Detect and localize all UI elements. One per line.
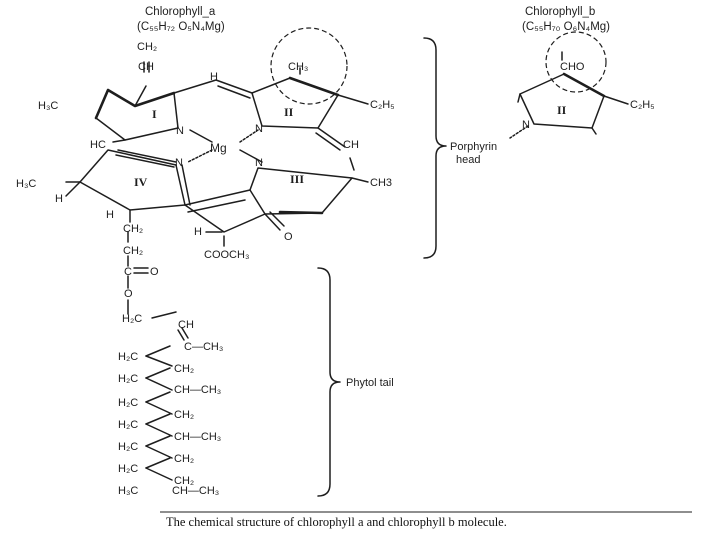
porphyrin-bonds xyxy=(65,61,369,315)
atom-ethyl: C₂H₅ xyxy=(370,99,395,111)
phytol-row4-right: CH—CH₃ xyxy=(174,384,221,396)
phytol-row7-right: CH₂ xyxy=(174,453,194,465)
chlorophyll-b-title: Chlorophyll_b xyxy=(525,6,595,18)
phytol-row8-left: H₂C xyxy=(118,463,138,475)
atom-cooch3: COOCH₃ xyxy=(204,249,249,261)
chlorophyll-b-formula: (C₅₅H₇₀ O₆N₄Mg) xyxy=(522,21,610,33)
phytol-tail-label: Phytol tail xyxy=(346,377,394,389)
phytol-bonds xyxy=(145,311,189,481)
atom-n-ring3: N xyxy=(255,157,263,169)
ring-label-i: I xyxy=(152,107,157,121)
atom-ch-bridge: CH xyxy=(343,139,359,151)
atom-ester-dbl-oxygen: O xyxy=(150,266,159,278)
atom-hc-bridge: HC xyxy=(90,139,106,151)
porphyrin-head-brace xyxy=(423,37,447,259)
phytol-row6-right: CH—CH₃ xyxy=(174,431,221,443)
phytol-row6-left: H₂C xyxy=(118,419,138,431)
chlorophyll-a-title: Chlorophyll_a xyxy=(145,6,216,18)
atom-ch2-second: CH₂ xyxy=(123,245,143,257)
atom-vinyl-ch2: CH₂ xyxy=(137,41,157,53)
chlorophyll-a-formula: (C₅₅H₇₂ O₅N₄Mg) xyxy=(137,21,225,33)
aldehyde-highlight-circle xyxy=(545,31,607,93)
phytol-row9-right-shown: CH—CH₃ xyxy=(172,485,219,497)
atom-bridge-h: H xyxy=(210,71,218,83)
phytol-row8-right: CH₂ xyxy=(174,475,194,487)
phytol-row3-left: H₂C xyxy=(118,351,138,363)
atom-b-n: N xyxy=(522,119,530,131)
porphyrin-label-line1: Porphyrin xyxy=(450,141,497,153)
phytol-row4-left: H₂C xyxy=(118,373,138,385)
phytol-tail-brace xyxy=(317,267,341,497)
ring-label-iii: III xyxy=(290,172,304,186)
phytol-row1-left: H₂C xyxy=(122,313,142,325)
methyl-highlight-circle xyxy=(270,27,348,105)
atom-h-chain: H xyxy=(106,209,114,221)
phytol-row7-left: H₂C xyxy=(118,441,138,453)
figure-caption: The chemical structure of chlorophyll a … xyxy=(166,515,507,529)
phytol-row3-right: CH₂ xyxy=(174,363,194,375)
atom-ester-oxygen: O xyxy=(124,288,133,300)
atom-b-ethyl: C₂H₅ xyxy=(630,99,655,111)
ring-label-b-ii: II xyxy=(557,103,567,117)
atom-h3c-ring4: H₃C xyxy=(16,178,36,190)
phytol-row9-left: H₃C xyxy=(118,485,138,497)
atom-vinyl-ch: CH xyxy=(138,61,154,73)
atom-h-ring4: H xyxy=(55,193,63,205)
phytol-row2-right: C—CH₃ xyxy=(184,341,223,353)
atom-ch3-ring3: CH3 xyxy=(370,177,392,189)
phytol-row5-right: CH₂ xyxy=(174,409,194,421)
atom-keto-oxygen: O xyxy=(284,231,293,243)
atom-h3c-ring1: H₃C xyxy=(38,100,58,112)
atom-n-ring4: N xyxy=(175,157,183,169)
atom-ester-carbon: C xyxy=(124,266,132,278)
porphyrin-label-line2: head xyxy=(456,154,480,166)
atom-magnesium: Mg xyxy=(210,141,227,155)
atom-methyl-circled: CH₃ xyxy=(288,61,308,73)
atom-n-ring2: N xyxy=(255,123,263,135)
atom-b-cho: CHO xyxy=(560,61,585,73)
ring-label-iv: IV xyxy=(134,175,148,189)
phytol-row1-right: CH xyxy=(178,319,194,331)
atom-h-ring5: H xyxy=(194,226,202,238)
ring-label-ii: II xyxy=(284,105,294,119)
chlorophyll-b-ring-bonds xyxy=(509,51,629,139)
phytol-row5-left: H₂C xyxy=(118,397,138,409)
atom-n-ring1: N xyxy=(176,125,184,137)
atom-ch2-first: CH₂ xyxy=(123,223,143,235)
